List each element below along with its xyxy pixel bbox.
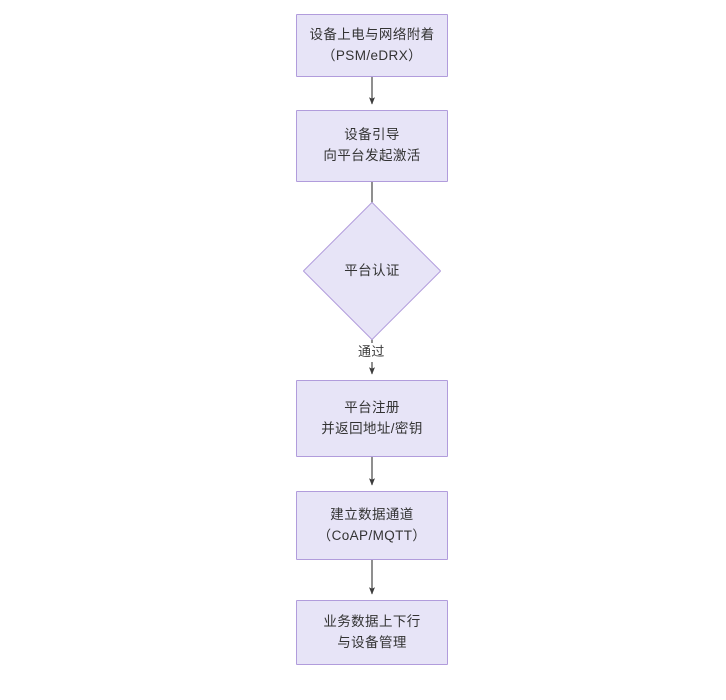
node-platform-authentication[interactable]: 平台认证	[302, 201, 442, 341]
node-label-line: 业务数据上下行	[323, 613, 421, 629]
node-device-bootstrap[interactable]: 设备引导 向平台发起激活	[296, 110, 448, 182]
node-label-line: 并返回地址/密钥	[321, 420, 423, 436]
node-label-line: 平台注册	[344, 399, 400, 415]
edge-label-pass: 通过	[355, 343, 388, 362]
node-label-line: 平台认证	[344, 262, 400, 278]
node-label-line: 设备引导	[344, 127, 400, 143]
node-label-line: 与设备管理	[337, 634, 407, 650]
node-platform-registration[interactable]: 平台注册 并返回地址/密钥	[296, 380, 448, 457]
node-business-data-and-device-management[interactable]: 业务数据上下行 与设备管理	[296, 600, 448, 665]
node-device-power-on[interactable]: 设备上电与网络附着 （PSM/eDRX）	[296, 14, 448, 77]
node-label-line: （PSM/eDRX）	[321, 47, 423, 63]
node-label-line: 建立数据通道	[330, 506, 414, 522]
node-establish-data-channel[interactable]: 建立数据通道 （CoAP/MQTT）	[296, 491, 448, 560]
node-label-line: （CoAP/MQTT）	[317, 527, 427, 543]
node-label-line: 设备上电与网络附着	[309, 26, 435, 42]
node-label-line: 向平台发起激活	[323, 148, 421, 163]
